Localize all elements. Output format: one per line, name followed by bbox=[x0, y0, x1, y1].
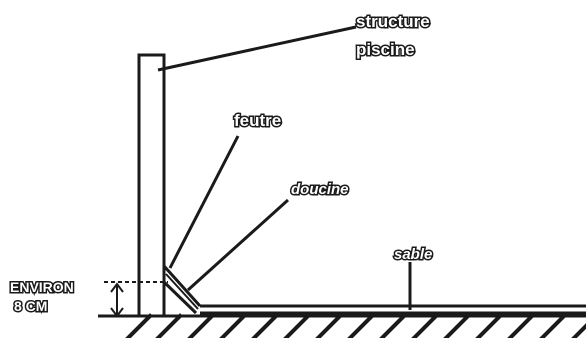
structure-label-line1: structure bbox=[356, 12, 430, 31]
pool-wall bbox=[137, 53, 166, 318]
felt-layer bbox=[165, 273, 199, 310]
structure-leader-line bbox=[157, 25, 357, 72]
environ-label: ENVIRON bbox=[10, 279, 74, 295]
doucine-cove bbox=[162, 264, 202, 315]
sable-label: sable bbox=[394, 246, 432, 263]
structure-label-line2: piscine bbox=[356, 40, 415, 59]
sand-layer bbox=[200, 304, 586, 315]
height-dimension bbox=[104, 281, 168, 318]
ground-hatching bbox=[125, 313, 586, 338]
feutre-leader-line bbox=[168, 135, 240, 269]
doucine-label: doucine bbox=[291, 181, 349, 198]
doucine-leader-line bbox=[186, 198, 290, 292]
feutre-label: feutre bbox=[234, 111, 281, 130]
height-value-label: 8 CM bbox=[14, 298, 47, 314]
